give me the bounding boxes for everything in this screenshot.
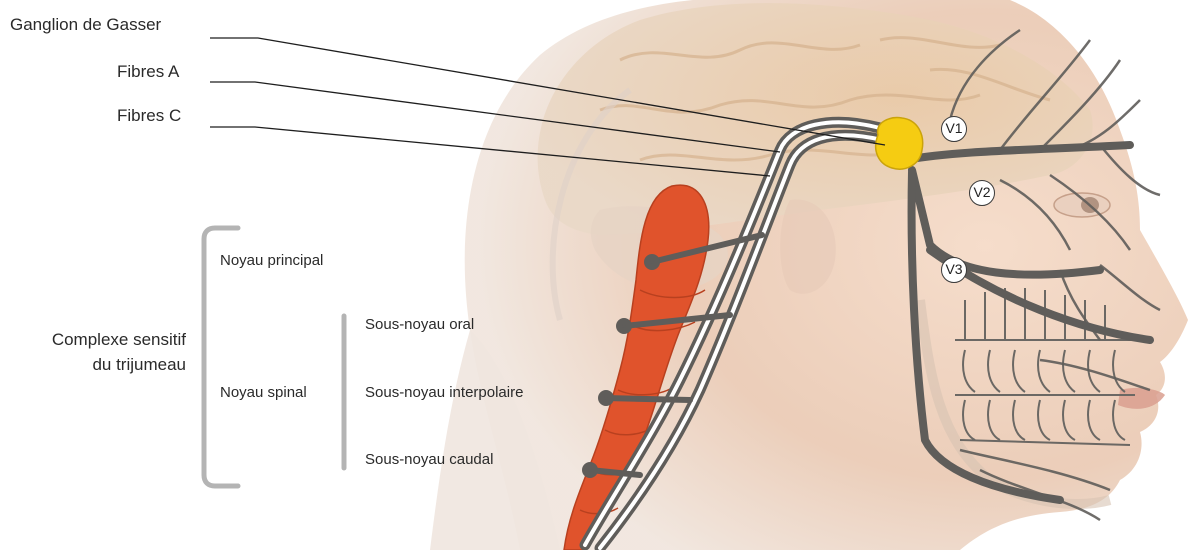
label-sous-noyau-interpolaire: Sous-noyau interpolaire <box>365 384 523 401</box>
label-noyau-principal: Noyau principal <box>220 252 323 269</box>
label-noyau-spinal: Noyau spinal <box>220 384 307 401</box>
label-ganglion-de-gasser: Ganglion de Gasser <box>10 15 161 35</box>
label-sous-noyau-oral: Sous-noyau oral <box>365 316 474 333</box>
label-sous-noyau-caudal: Sous-noyau caudal <box>365 451 493 468</box>
badge-v1: V1 <box>941 116 967 142</box>
eye <box>1054 193 1110 217</box>
label-complexe-sensitif: Complexe sensitif <box>52 330 186 350</box>
gasserian-ganglion <box>876 118 923 169</box>
label-fibres-c: Fibres C <box>117 106 181 126</box>
badge-v3: V3 <box>941 257 967 283</box>
label-du-trijumeau: du trijumeau <box>92 355 186 375</box>
badge-v2: V2 <box>969 180 995 206</box>
label-fibres-a: Fibres A <box>117 62 179 82</box>
